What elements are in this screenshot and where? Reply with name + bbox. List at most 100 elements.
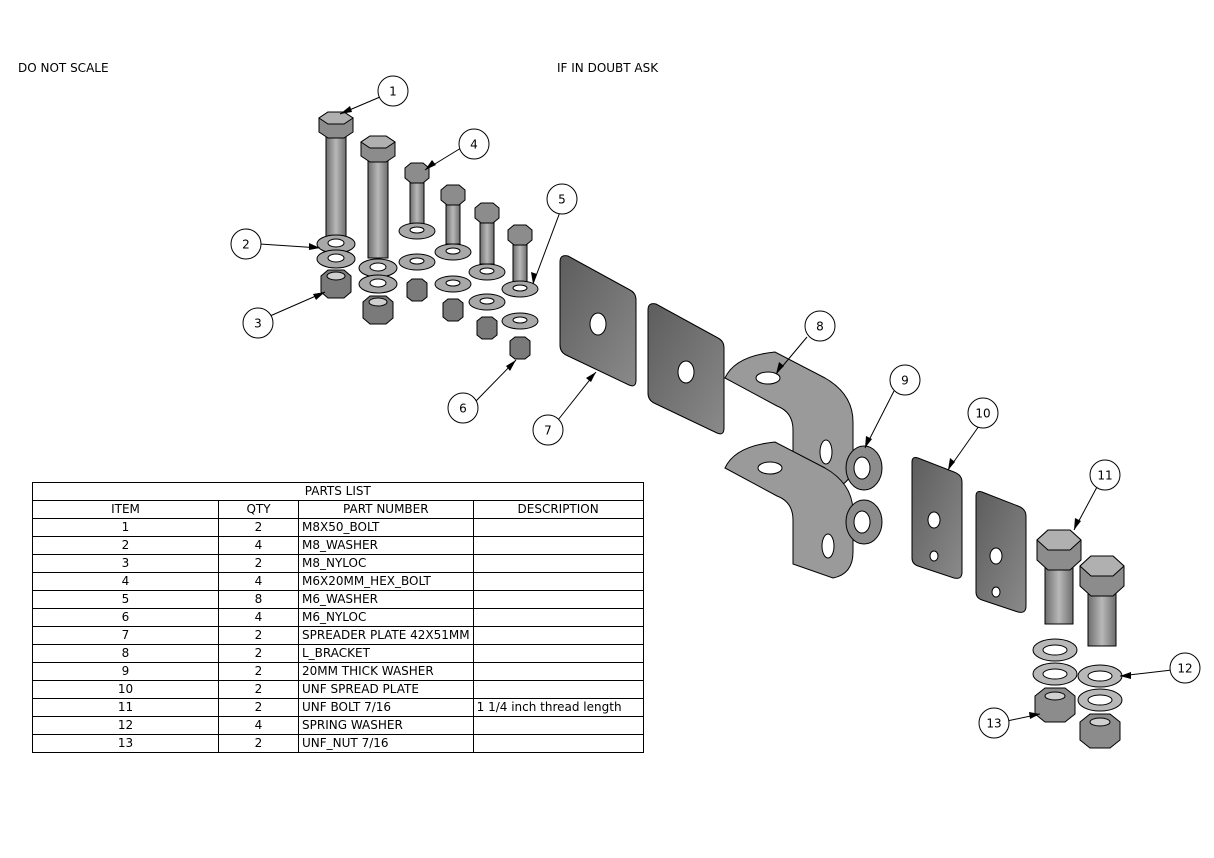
leader-arrowheads — [309, 106, 1131, 719]
svg-text:13: 13 — [986, 717, 1001, 731]
cell-part-number: M6_NYLOC — [298, 608, 474, 627]
m8-washers — [316, 234, 398, 294]
balloon-12: 12 — [1169, 652, 1201, 684]
unf-spread-plates — [911, 457, 1027, 613]
cell-description — [472, 680, 644, 699]
balloon-3: 3 — [242, 307, 274, 339]
cell-description: 1 1/4 inch thread length — [472, 698, 644, 717]
cell-qty: 4 — [218, 572, 299, 591]
header-qty: QTY — [218, 500, 299, 519]
cell-description — [472, 608, 644, 627]
balloon-9: 9 — [889, 364, 921, 396]
cell-description — [472, 716, 644, 735]
balloon-11: 11 — [1089, 459, 1121, 491]
thick-washers — [845, 445, 883, 545]
balloon-1: 1 — [377, 75, 409, 107]
cell-item: 10 — [32, 680, 219, 699]
parts-list-title: PARTS LIST — [32, 482, 644, 501]
cell-item: 7 — [32, 626, 219, 645]
cell-item: 12 — [32, 716, 219, 735]
cell-description — [472, 644, 644, 663]
cell-item: 5 — [32, 590, 219, 609]
cell-qty: 2 — [218, 698, 299, 717]
balloon-13: 13 — [978, 707, 1010, 739]
m6-bolts — [404, 162, 533, 283]
cell-item: 6 — [32, 608, 219, 627]
cell-part-number: SPREADER PLATE 42X51MM — [298, 626, 474, 645]
cell-part-number: 20MM THICK WASHER — [298, 662, 474, 681]
parts-list-title-row: PARTS LIST — [32, 482, 644, 501]
parts-list-table: PARTS LIST ITEM QTY PART NUMBER DESCRIPT… — [32, 482, 644, 753]
cell-item: 4 — [32, 572, 219, 591]
cell-description — [472, 734, 644, 753]
l-brackets — [724, 351, 854, 579]
cell-description — [472, 572, 644, 591]
cell-qty: 4 — [218, 716, 299, 735]
cell-item: 11 — [32, 698, 219, 717]
svg-text:11: 11 — [1097, 469, 1112, 483]
svg-text:9: 9 — [901, 374, 909, 388]
svg-text:12: 12 — [1177, 662, 1192, 676]
note-do-not-scale: DO NOT SCALE — [18, 61, 109, 75]
cell-part-number: UNF SPREAD PLATE — [298, 680, 474, 699]
cell-description — [472, 662, 644, 681]
cell-part-number: M6X20MM_HEX_BOLT — [298, 572, 474, 591]
balloon-8: 8 — [804, 310, 836, 342]
note-if-in-doubt-ask: IF IN DOUBT ASK — [557, 61, 659, 75]
cell-part-number: UNF BOLT 7/16 — [298, 698, 474, 717]
cell-part-number: SPRING WASHER — [298, 716, 474, 735]
unf-bolts — [1036, 529, 1125, 647]
balloon-6: 6 — [447, 392, 479, 424]
cell-qty: 2 — [218, 734, 299, 753]
m8-bolt-2 — [360, 135, 396, 259]
cell-item: 9 — [32, 662, 219, 681]
cell-item: 2 — [32, 536, 219, 555]
svg-text:4: 4 — [470, 138, 478, 152]
balloon-4: 4 — [458, 128, 490, 160]
parts-list-header-row: ITEM QTY PART NUMBER DESCRIPTION — [32, 500, 644, 519]
cell-part-number: M8_NYLOC — [298, 554, 474, 573]
cell-item: 8 — [32, 644, 219, 663]
cell-part-number: UNF_NUT 7/16 — [298, 734, 474, 753]
cell-description — [472, 554, 644, 573]
svg-text:5: 5 — [558, 193, 566, 207]
cell-qty: 2 — [218, 680, 299, 699]
cell-part-number: L_BRACKET — [298, 644, 474, 663]
svg-text:3: 3 — [254, 317, 262, 331]
svg-text:7: 7 — [544, 424, 552, 438]
svg-text:1: 1 — [389, 85, 397, 99]
cell-part-number: M8X50_BOLT — [298, 518, 474, 537]
balloon-10: 10 — [967, 397, 999, 429]
svg-text:6: 6 — [459, 402, 467, 416]
m8-bolt-1 — [318, 111, 354, 245]
balloon-5: 5 — [546, 183, 578, 215]
m6-washers — [398, 222, 539, 330]
cell-qty: 2 — [218, 554, 299, 573]
header-description: DESCRIPTION — [472, 500, 644, 519]
cell-item: 1 — [32, 518, 219, 537]
cell-part-number: M8_WASHER — [298, 536, 474, 555]
m6-nylocs — [406, 278, 531, 360]
svg-text:10: 10 — [975, 407, 990, 421]
cell-description — [472, 590, 644, 609]
header-item: ITEM — [32, 500, 219, 519]
cell-qty: 4 — [218, 608, 299, 627]
cell-part-number: M6_WASHER — [298, 590, 474, 609]
svg-text:2: 2 — [242, 238, 250, 252]
cell-qty: 4 — [218, 536, 299, 555]
cell-description — [472, 536, 644, 555]
unf-nuts — [1034, 687, 1121, 749]
